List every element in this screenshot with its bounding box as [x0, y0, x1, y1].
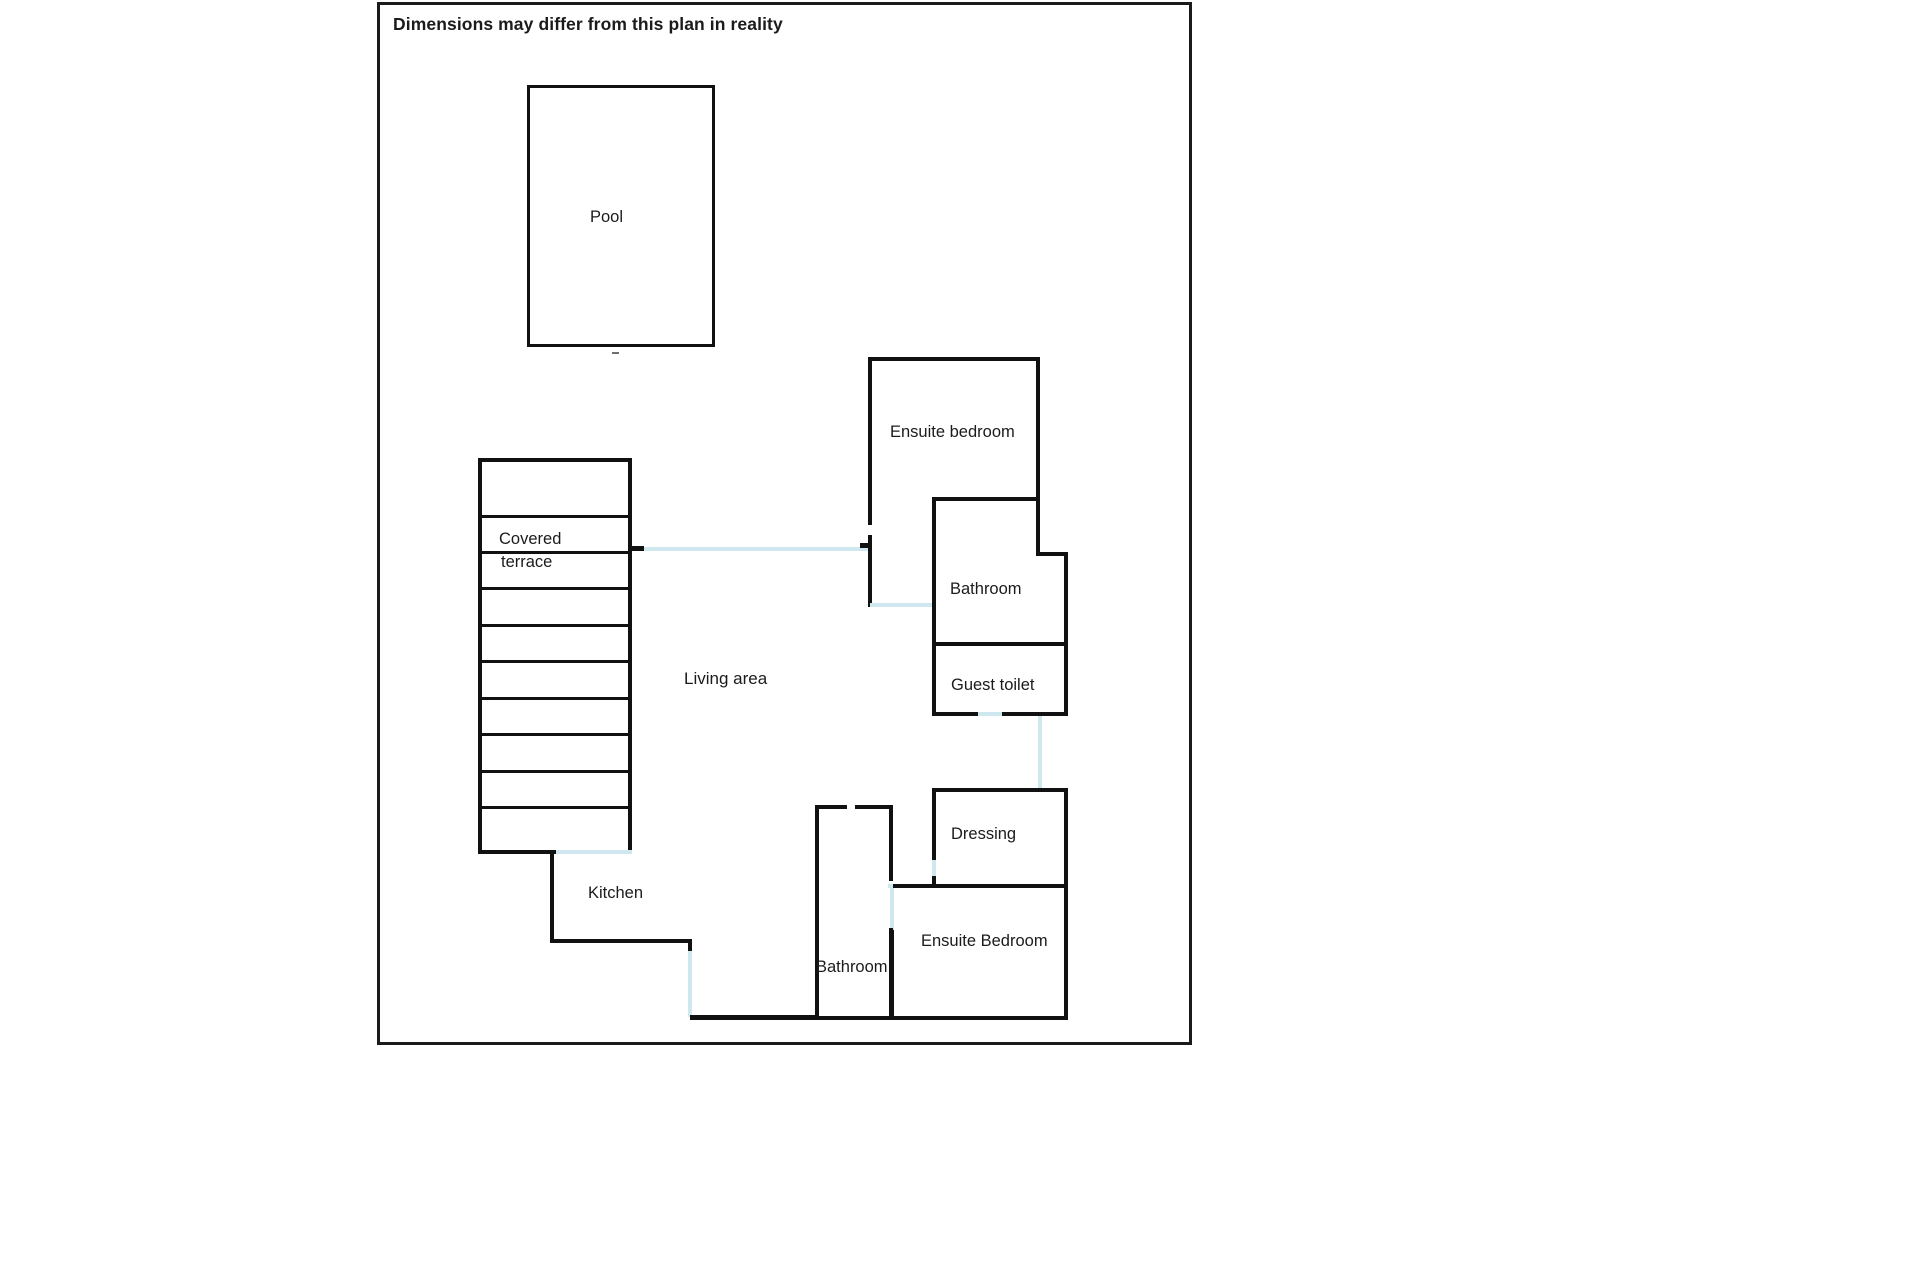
dressing-door-left	[932, 860, 936, 876]
guest-toilet-door	[978, 712, 1002, 716]
bathroom-lower-wall-bottom	[815, 1016, 893, 1020]
living-corridor-wall-stub-left	[632, 546, 644, 551]
kitchen-corridor-door-vertical	[688, 951, 692, 1017]
dressing-wall-left-lower	[932, 874, 936, 888]
pool-outline	[527, 85, 715, 347]
ensuite-bottom-wall-top	[893, 884, 1068, 888]
terrace-slat-1	[478, 515, 632, 518]
bathroom-upper-door	[870, 603, 934, 607]
guest-toilet-wall-right	[1064, 642, 1068, 716]
ensuite-bottom-wall-right	[1064, 884, 1068, 1020]
terrace-wall-right	[628, 458, 632, 854]
kitchen-label: Kitchen	[588, 884, 644, 902]
bathroom-lower-wall-top-right	[855, 805, 893, 809]
covered-terrace-label-line2: terrace	[501, 553, 553, 571]
lower-corridor-wall-bottom	[690, 1015, 818, 1020]
ensuite-bedroom-top-label: Ensuite bedroom	[890, 423, 1015, 441]
ensuite-bedroom-bottom-label: Ensuite Bedroom	[921, 932, 1048, 950]
terrace-wall-top	[478, 458, 632, 462]
guest-toilet-wall-bottom-right	[1002, 712, 1068, 716]
bathroom-lower-label: Bathroom	[816, 958, 888, 976]
living-area-label: Living area	[684, 669, 768, 688]
pool-label: Pool	[590, 208, 624, 226]
guest-toilet-wall-left	[932, 642, 936, 716]
bathroom-upper-label: Bathroom	[950, 580, 1022, 598]
bathroom-upper-wall-bottom	[932, 642, 1068, 646]
pool-marker-tick	[612, 352, 619, 354]
dressing-label: Dressing	[951, 825, 1017, 843]
bathroom-lower-wall-right-lower	[889, 928, 893, 1020]
ensuite-top-wall-right	[1036, 357, 1040, 499]
bathroom-lower-wall-right-upper	[889, 805, 893, 881]
terrace-door-bottom	[556, 850, 632, 854]
bathroom-upper-wall-top-right	[1036, 497, 1040, 555]
terrace-slat-4	[478, 624, 632, 627]
plan-border-frame	[377, 2, 1192, 1045]
terrace-slat-9	[478, 806, 632, 809]
kitchen-wall-left	[550, 853, 554, 943]
dressing-wall-left	[932, 788, 936, 862]
living-corridor-wall-stub-right	[860, 543, 872, 548]
ensuite-bottom-door-left	[890, 888, 894, 930]
plan-disclaimer-text: Dimensions may differ from this plan in …	[393, 14, 783, 34]
guest-toilet-label: Guest toilet	[951, 676, 1035, 694]
bathroom-upper-wall-right	[1064, 552, 1068, 645]
bathroom-upper-wall-left	[932, 497, 936, 645]
kitchen-wall-right-corner	[688, 939, 692, 951]
kitchen-wall-bottom	[550, 939, 692, 943]
terrace-wall-left	[478, 458, 482, 854]
hall-door-vertical-right	[1038, 716, 1042, 788]
covered-terrace-label-line1: Covered	[499, 530, 562, 548]
ensuite-bottom-wall-bottom	[890, 1016, 1068, 1020]
dressing-wall-right	[1064, 788, 1068, 888]
terrace-slat-2	[478, 551, 632, 554]
bathroom-upper-wall-top	[932, 497, 1036, 501]
bathroom-upper-wall-right-notch	[1036, 552, 1068, 556]
terrace-wall-bottom	[478, 850, 632, 854]
terrace-slat-6	[478, 697, 632, 700]
terrace-slat-5	[478, 660, 632, 663]
terrace-slat-8	[478, 770, 632, 773]
terrace-slat-7	[478, 733, 632, 736]
bathroom-lower-wall-left	[815, 805, 819, 1020]
dressing-wall-top	[932, 788, 1068, 792]
ensuite-top-wall-top	[868, 357, 1040, 361]
ensuite-top-wall-left	[868, 357, 872, 525]
living-corridor-door-horizontal	[640, 547, 868, 551]
guest-toilet-wall-bottom-left	[932, 712, 978, 716]
terrace-slat-3	[478, 587, 632, 590]
bathroom-lower-wall-top-left	[815, 805, 847, 809]
ensuite-top-wall-left-lower	[868, 535, 872, 607]
